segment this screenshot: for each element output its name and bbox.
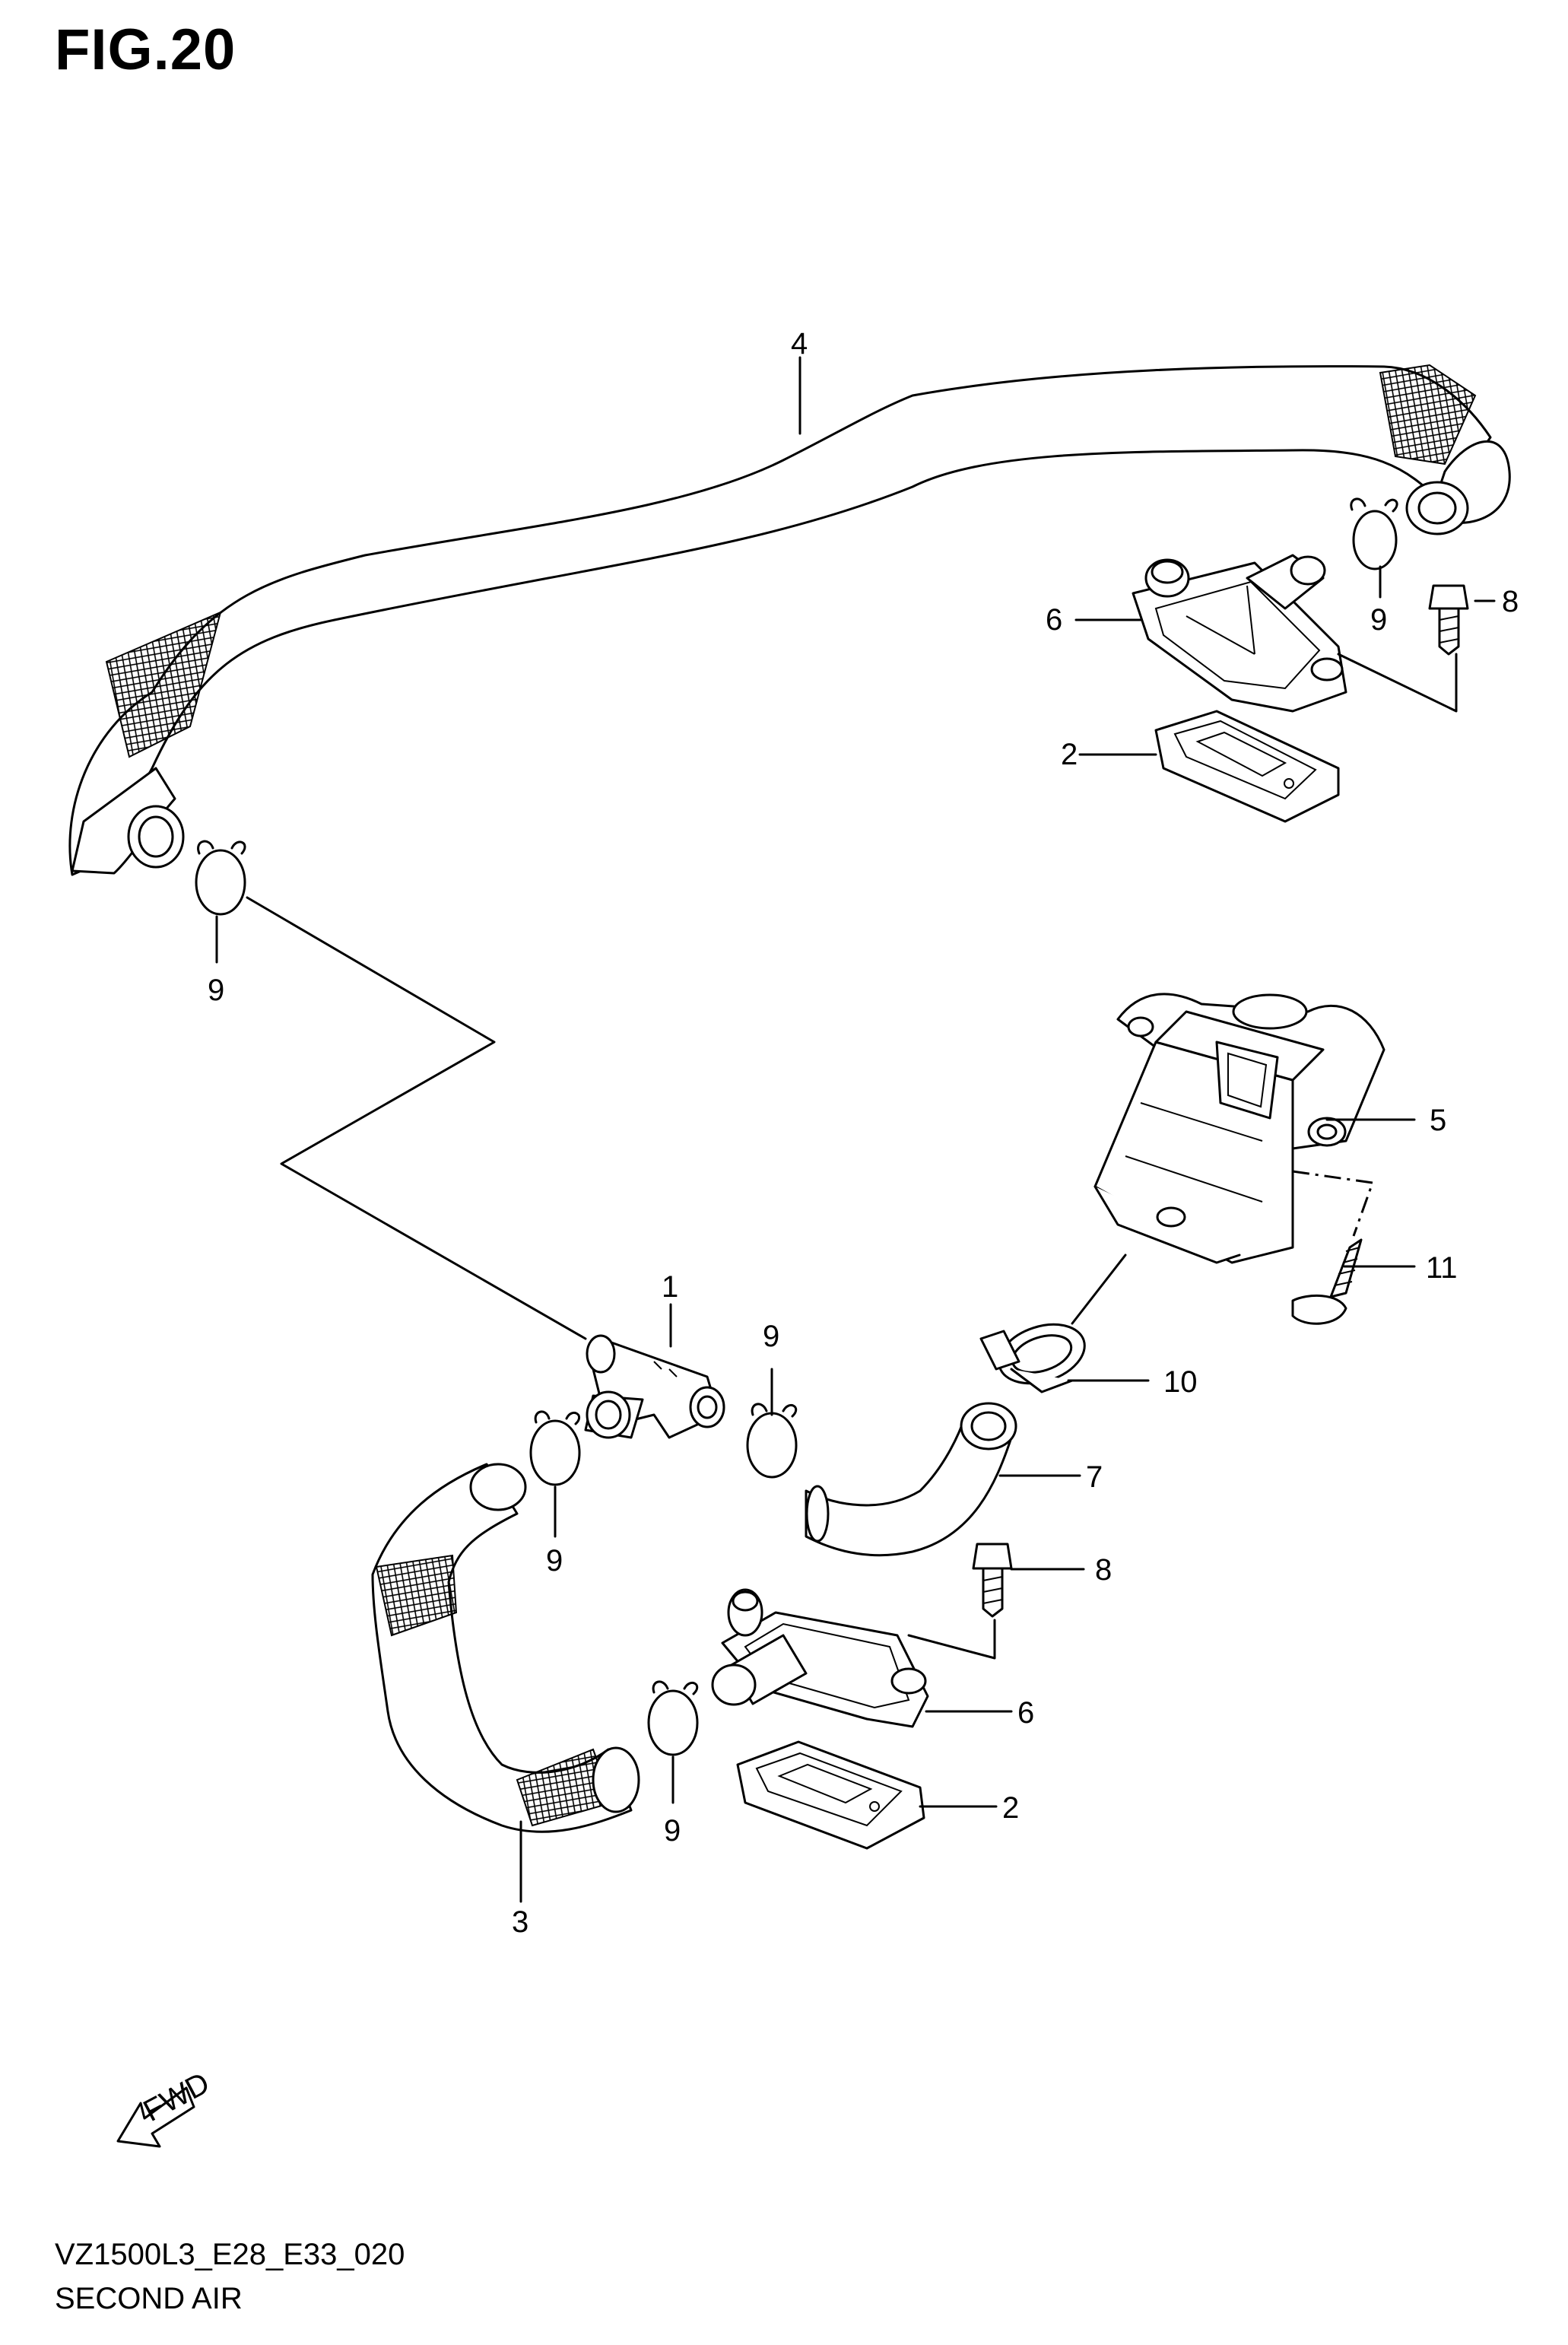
gasket-2-lower	[736, 1740, 925, 1850]
screw-11	[1291, 1238, 1363, 1325]
callout-4: 4	[791, 327, 808, 361]
gasket-2-upper	[1154, 710, 1340, 823]
cover-6-lower	[711, 1588, 929, 1728]
callout-8-lower: 8	[1095, 1553, 1112, 1587]
clip-9-lower	[647, 1680, 699, 1756]
callout-8-upper: 8	[1502, 585, 1519, 618]
clip-9-lower-left	[529, 1410, 581, 1486]
clamp-10	[979, 1323, 1086, 1393]
callout-9-upper: 9	[1370, 603, 1387, 637]
joint-1	[584, 1334, 725, 1439]
valve-5	[1093, 993, 1385, 1264]
callout-7: 7	[1086, 1460, 1103, 1494]
hose-3	[371, 1463, 640, 1833]
leader-lines	[215, 356, 1496, 1903]
callout-9-center: 9	[763, 1320, 779, 1353]
clip-9-upper	[1350, 497, 1398, 570]
figure-title: FIG.20	[55, 17, 236, 82]
hose-7	[805, 1402, 1017, 1557]
callout-9-lower: 9	[664, 1814, 681, 1848]
callout-6-lower: 6	[1017, 1696, 1034, 1730]
bolt-8-lower	[972, 1543, 1013, 1618]
callouts: 4 6 9 8 2 9 5 11 1 9 10 7 9 8 6 2 9 3	[208, 327, 1519, 1939]
figure-code: VZ1500L3_E28_E33_020	[55, 2238, 405, 2271]
callout-2-upper: 2	[1061, 738, 1078, 771]
callout-5: 5	[1430, 1104, 1446, 1137]
cover-6-upper	[1132, 554, 1347, 713]
callout-9-left: 9	[208, 974, 224, 1007]
callout-1: 1	[662, 1270, 678, 1304]
bolt-8-upper	[1428, 584, 1469, 656]
callout-10: 10	[1163, 1365, 1198, 1399]
callout-9-lower-left: 9	[546, 1544, 563, 1578]
clip-9-left	[195, 840, 246, 916]
callout-3: 3	[512, 1905, 528, 1939]
callout-2-lower: 2	[1002, 1791, 1019, 1825]
callout-6-upper: 6	[1046, 603, 1062, 637]
callout-11: 11	[1426, 1251, 1458, 1285]
fwd-arrow-icon: FWD	[116, 2066, 215, 2148]
figure-name: SECOND AIR	[55, 2282, 243, 2315]
hose-4	[68, 364, 1511, 876]
